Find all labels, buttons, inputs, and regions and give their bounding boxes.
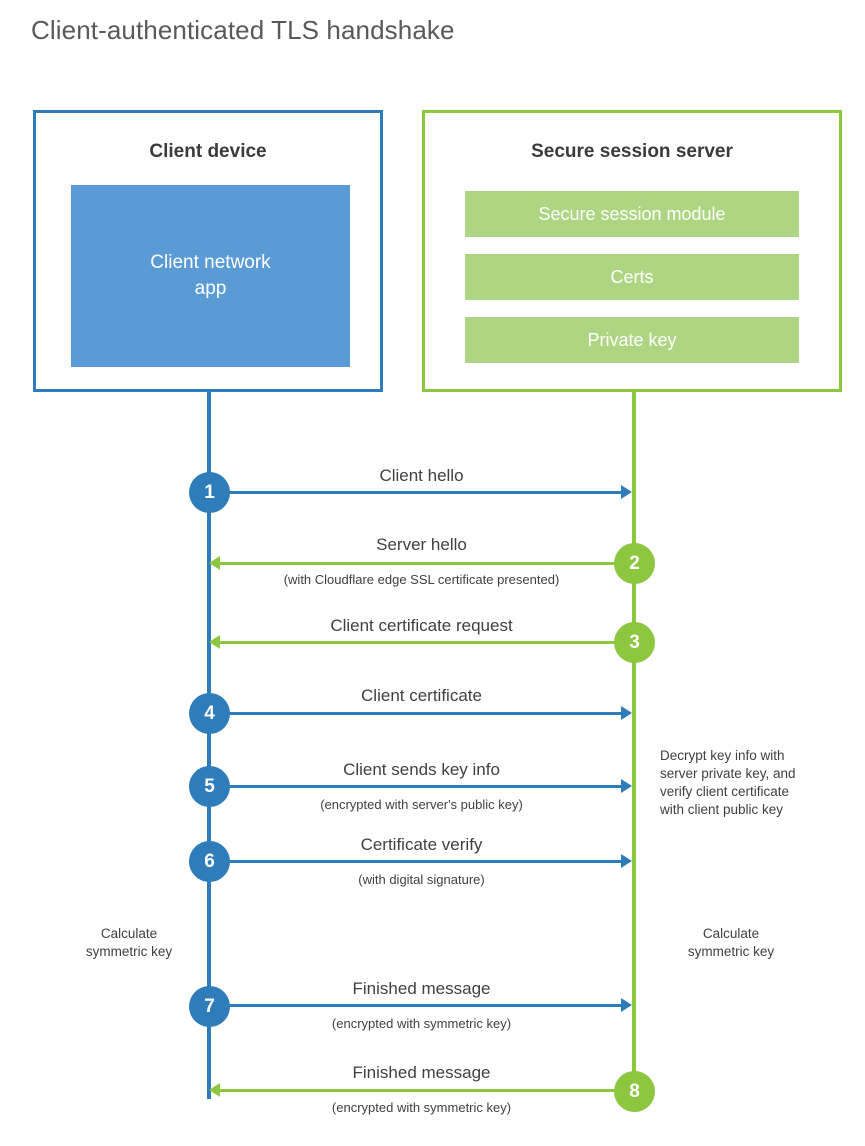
step-6-arrow-head [621,854,632,868]
client-network-app-block: Client network app [71,185,350,367]
step-4-arrow-head [621,706,632,720]
server-decrypt-note: Decrypt key info with server private key… [660,748,796,817]
secure-session-server-title: Secure session server [531,141,733,162]
step-7-arrow-line [209,1004,621,1007]
step-5-sublabel: (encrypted with server's public key) [320,797,523,812]
step-5-arrow-line [209,785,621,788]
step-4-number-badge[interactable]: 4 [189,693,230,734]
step-3-arrow-head [209,635,220,649]
client-device-box: Client device Client network app [33,110,383,392]
step-1-label: Client hello [379,466,464,485]
step-7-label: Finished message [352,979,491,998]
server-module-secure-session-module: Secure session module [465,191,799,237]
step-2-arrow-head [209,556,220,570]
step-6-label: Certificate verify [360,835,483,854]
step-7-arrow-head [621,998,632,1012]
server-module-certs: Certs [465,254,799,300]
step-3-number-badge[interactable]: 3 [614,622,655,663]
step-8-arrow-line [220,1089,634,1092]
step-1-number-badge[interactable]: 1 [189,472,230,513]
step-2-arrow-line [220,562,634,565]
step-6-arrow-line [209,860,621,863]
step-2-label: Server hello [376,535,467,554]
server-calculate-symmetric-key-note: Calculate symmetric key [687,926,775,959]
client-calculate-symmetric-key-note: Calculate symmetric key [85,926,173,959]
step-7-sublabel: (encrypted with symmetric key) [331,1016,512,1031]
step-7-number-badge[interactable]: 7 [189,986,230,1027]
step-6-number-badge[interactable]: 6 [189,841,230,882]
server-lifeline [632,392,636,1092]
step-1-arrow-head [621,485,632,499]
client-lifeline [207,392,211,1099]
step-8-number-badge[interactable]: 8 [614,1071,655,1112]
client-device-title: Client device [149,141,267,162]
step-8-sublabel: (encrypted with symmetric key) [331,1100,512,1115]
step-5-arrow-head [621,779,632,793]
step-5-label: Client sends key info [343,760,500,779]
step-1-arrow-line [209,491,621,494]
step-6-sublabel: (with digital signature) [358,872,485,887]
step-2-number-badge[interactable]: 2 [614,543,655,584]
page-title: Client-authenticated TLS handshake [31,15,455,45]
step-4-label: Client certificate [361,686,482,705]
step-8-arrow-head [209,1083,220,1097]
server-module-private-key: Private key [465,317,799,363]
secure-session-server-box: Secure session server Secure session mod… [422,110,842,392]
step-2-sublabel: (with Cloudflare edge SSL certificate pr… [283,572,560,587]
step-8-label: Finished message [352,1063,491,1082]
step-3-arrow-line [220,641,634,644]
step-3-label: Client certificate request [330,616,513,635]
step-4-arrow-line [209,712,621,715]
step-5-number-badge[interactable]: 5 [189,766,230,807]
